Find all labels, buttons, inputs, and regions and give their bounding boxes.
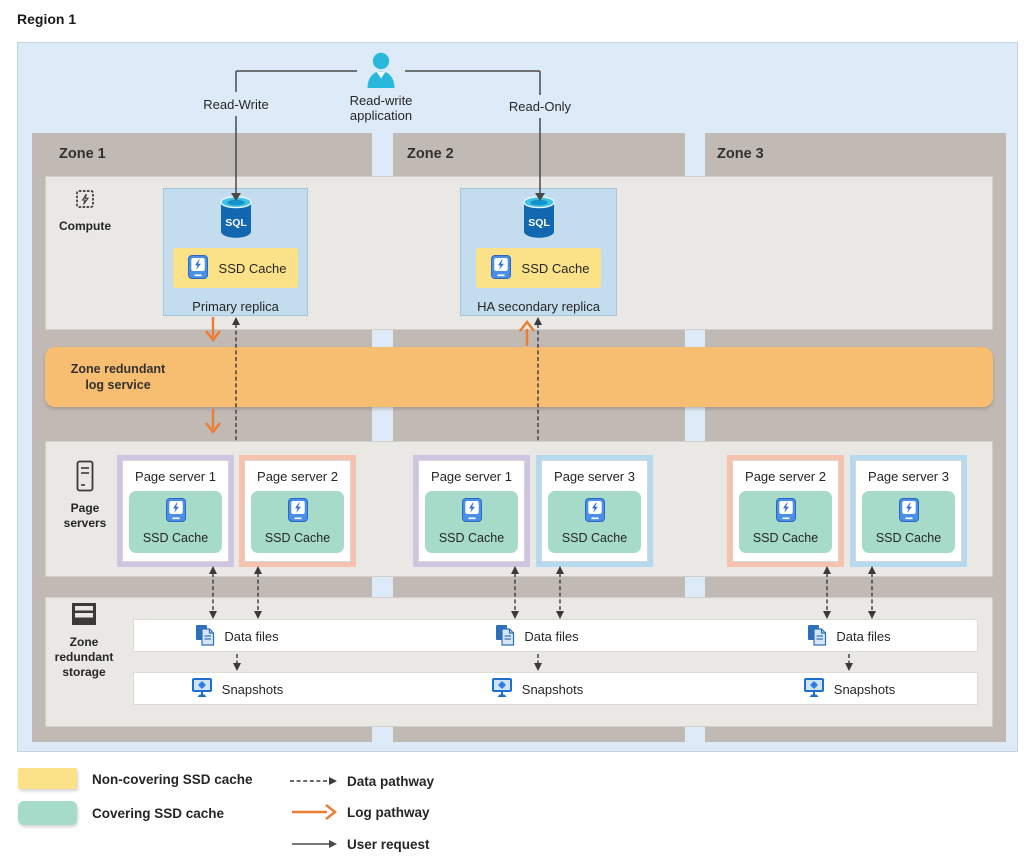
ha-secondary-replica-box: SQL SSD Cache HA secondary replica <box>460 188 617 316</box>
ssd-cache-icon <box>582 497 608 528</box>
data-files-icon <box>495 624 515 649</box>
log-service-label: Zone redundant log service <box>70 362 166 392</box>
covering-ssd-cache: SSD Cache <box>862 491 955 553</box>
sql-database-icon: SQL <box>219 196 253 243</box>
ssd-cache-icon <box>285 497 311 528</box>
page-server-box: Page server 1 SSD Cache <box>117 455 234 567</box>
non-covering-ssd-cache: SSD Cache <box>173 248 298 288</box>
ssd-cache-icon <box>488 254 514 283</box>
page-server-box: Page server 3 SSD Cache <box>536 455 653 567</box>
log-service-band: Zone redundant log service <box>45 347 993 407</box>
region-title: Region 1 <box>17 11 77 27</box>
storage-row-label: Zone redundant storage <box>49 602 119 680</box>
primary-replica-box: SQL SSD Cache Primary replica <box>163 188 308 316</box>
zone-2-title: Zone 2 <box>407 145 454 162</box>
covering-ssd-cache: SSD Cache <box>251 491 344 553</box>
page-server-box: Page server 2 SSD Cache <box>727 455 844 567</box>
legend-data-pathway-label: Data pathway <box>347 774 435 789</box>
user-person-icon <box>364 52 398 93</box>
page-server-box: Page server 1 SSD Cache <box>413 455 530 567</box>
legend-covering-label: Covering SSD cache <box>92 806 225 821</box>
covering-ssd-cache: SSD Cache <box>129 491 222 553</box>
page-server-box: Page server 2 SSD Cache <box>239 455 356 567</box>
read-write-label: Read-Write <box>203 97 269 112</box>
storage-icon <box>71 602 97 631</box>
data-files-icon <box>807 624 827 649</box>
svg-text:SQL: SQL <box>528 217 550 229</box>
legend-user-request-label: User request <box>347 837 430 852</box>
snapshots-icon <box>191 677 213 701</box>
ssd-cache-icon <box>185 254 211 283</box>
compute-icon <box>74 188 96 215</box>
snapshots-icon <box>491 677 513 701</box>
read-only-label: Read-Only <box>508 99 572 114</box>
storage-row-band <box>45 597 993 727</box>
legend-non-covering-swatch <box>18 768 77 789</box>
data-files-bar <box>133 619 978 652</box>
ssd-cache-icon <box>459 497 485 528</box>
snapshots-group: Snapshots <box>452 677 622 701</box>
covering-ssd-cache: SSD Cache <box>425 491 518 553</box>
page-servers-icon <box>76 460 94 497</box>
svg-text:SQL: SQL <box>225 217 247 229</box>
ssd-cache-icon <box>163 497 189 528</box>
ssd-cache-icon <box>896 497 922 528</box>
legend-covering-swatch <box>18 801 77 825</box>
covering-ssd-cache: SSD Cache <box>739 491 832 553</box>
data-files-icon <box>195 624 215 649</box>
data-files-group: Data files <box>152 624 322 649</box>
snapshots-group: Snapshots <box>764 677 934 701</box>
zone-1-title: Zone 1 <box>59 145 106 162</box>
non-covering-ssd-cache: SSD Cache <box>476 248 601 288</box>
legend-arrow-samples <box>290 777 337 848</box>
legend-log-pathway-label: Log pathway <box>347 805 430 820</box>
page-servers-row-label: Page servers <box>50 460 120 531</box>
compute-row-label: Compute <box>50 188 120 234</box>
data-files-group: Data files <box>764 624 934 649</box>
application-label: Read-write application <box>349 93 413 123</box>
snapshots-group: Snapshots <box>152 677 322 701</box>
ssd-cache-icon <box>773 497 799 528</box>
snapshots-bar <box>133 672 978 705</box>
legend-non-covering-label: Non-covering SSD cache <box>92 772 253 787</box>
zone-3-title: Zone 3 <box>717 145 764 162</box>
covering-ssd-cache: SSD Cache <box>548 491 641 553</box>
replica-title: Primary replica <box>192 299 279 314</box>
data-files-group: Data files <box>452 624 622 649</box>
sql-database-icon: SQL <box>522 196 556 243</box>
snapshots-icon <box>803 677 825 701</box>
page-server-box: Page server 3 SSD Cache <box>850 455 967 567</box>
replica-title: HA secondary replica <box>477 299 600 314</box>
